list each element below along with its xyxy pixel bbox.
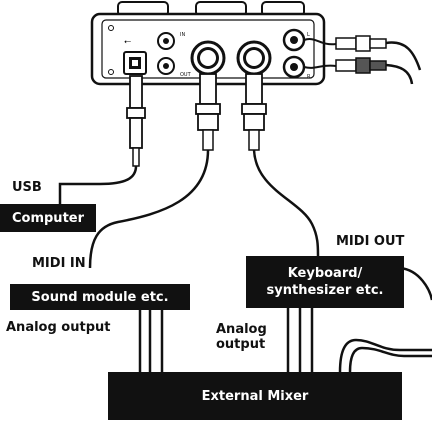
audio-interface-device: ⭠ [90, 1, 326, 86]
panel-in-label: IN [180, 32, 185, 38]
panel-labels: IN OUT L R [180, 32, 311, 80]
svg-text:⭠: ⭠ [124, 37, 131, 47]
sound-module-box: Sound module etc. [10, 284, 190, 310]
usb-label: USB [12, 180, 42, 195]
usb-cable [58, 75, 146, 204]
rca-plugs [303, 35, 422, 85]
analog-output-right-line1: Analog [216, 322, 267, 337]
external-mixer-box: External Mixer [108, 372, 402, 420]
panel-l-label: L [307, 32, 310, 38]
computer-box: Computer [0, 204, 96, 232]
panel-r-label: R [307, 74, 311, 80]
midi-cables [88, 149, 320, 269]
keyboard-line2: synthesizer etc. [266, 283, 384, 298]
midi-plugs [195, 73, 267, 151]
analog-cables [138, 266, 432, 373]
keyboard-line1: Keyboard/ [287, 266, 363, 281]
analog-output-right-line2: output [216, 337, 266, 352]
analog-output-right-label: Analog output [216, 322, 267, 352]
keyboard-synth-box: Keyboard/ synthesizer etc. [246, 256, 404, 308]
panel-out-label: OUT [180, 72, 192, 78]
midi-out-label: MIDI OUT [336, 234, 405, 249]
midi-in-label: MIDI IN [32, 256, 86, 271]
analog-output-left-label: Analog output [6, 320, 111, 335]
